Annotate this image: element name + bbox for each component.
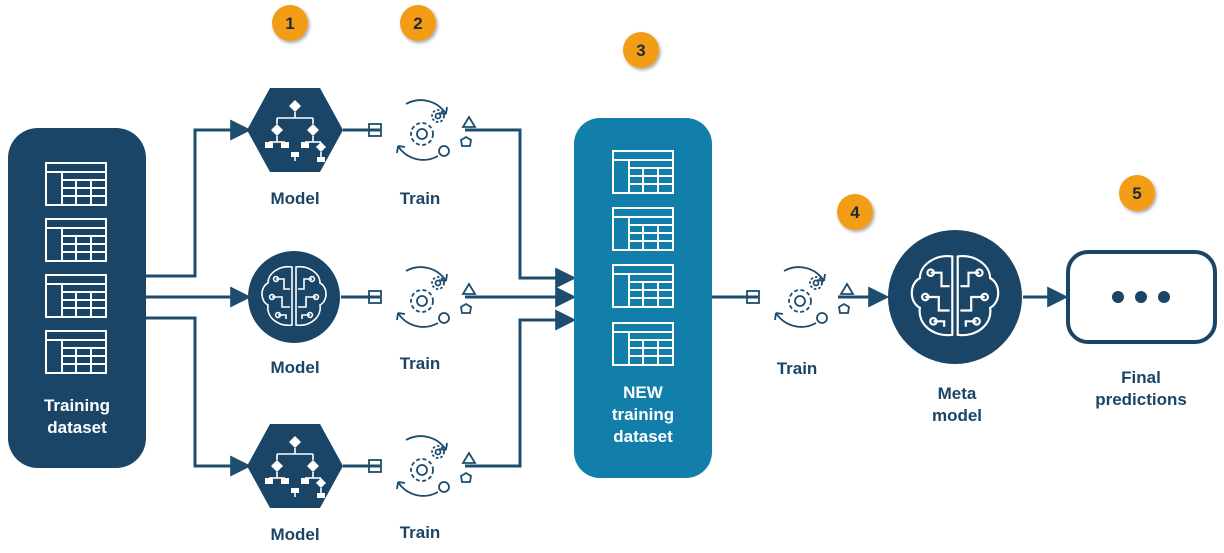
training-dataset-label-line1: Training: [44, 396, 110, 415]
step-badge-4: 4: [837, 194, 873, 230]
training-dataset-block: Training dataset: [8, 128, 146, 468]
new-dataset-label-line2: training: [612, 405, 674, 424]
step-badge-4-number: 4: [850, 203, 860, 222]
model-1-label: Model: [270, 189, 319, 208]
final-predictions-label-line2: predictions: [1095, 390, 1187, 409]
final-predictions: Final predictions: [1066, 250, 1217, 409]
meta-model: Meta model: [888, 230, 1022, 425]
new-dataset-label-line1: NEW: [623, 383, 664, 402]
train-3-label: Train: [400, 523, 441, 542]
step-badge-5: 5: [1119, 175, 1155, 211]
model-3: Model: [247, 424, 343, 544]
final-predictions-label-line1: Final: [1121, 368, 1161, 387]
gear-shapes-cycle-icon: [368, 99, 476, 161]
step-badge-3-number: 3: [636, 41, 645, 60]
new-training-dataset-block: NEW training dataset: [574, 118, 712, 478]
model-1: Model: [247, 88, 343, 208]
train-1-label: Train: [400, 189, 441, 208]
train-step-3: Train: [368, 435, 476, 542]
gear-shapes-cycle-icon: [368, 435, 476, 497]
gear-shapes-cycle-icon: [746, 266, 854, 328]
training-dataset-label-line2: dataset: [47, 418, 107, 437]
arrow-dataset-to-model-1: [145, 119, 252, 278]
ellipsis-dots-icon: [1112, 291, 1170, 303]
model-2: Model: [248, 251, 340, 377]
meta-model-label-line2: model: [932, 406, 982, 425]
train-step-meta: Train: [746, 266, 854, 378]
arrow-train1-to-new-dataset: [465, 128, 577, 289]
step-badge-3: 3: [623, 32, 659, 68]
train-step-2: Train: [368, 266, 476, 373]
step-badge-1: 1: [272, 5, 308, 41]
step-badge-2: 2: [400, 5, 436, 41]
train-2-label: Train: [400, 354, 441, 373]
gear-shapes-cycle-icon: [368, 266, 476, 328]
model-2-label: Model: [270, 358, 319, 377]
meta-model-label-line1: Meta: [938, 384, 977, 403]
train-step-1: Train: [368, 99, 476, 208]
train-meta-label: Train: [777, 359, 818, 378]
flow-connectors: [145, 119, 1069, 477]
new-dataset-label-line3: dataset: [613, 427, 673, 446]
arrow-dataset-to-model-3: [145, 316, 252, 477]
step-badge-5-number: 5: [1132, 184, 1141, 203]
model-3-label: Model: [270, 525, 319, 544]
step-badge-2-number: 2: [413, 14, 422, 33]
arrow-train3-to-new-dataset: [465, 309, 577, 468]
step-badge-1-number: 1: [285, 14, 294, 33]
